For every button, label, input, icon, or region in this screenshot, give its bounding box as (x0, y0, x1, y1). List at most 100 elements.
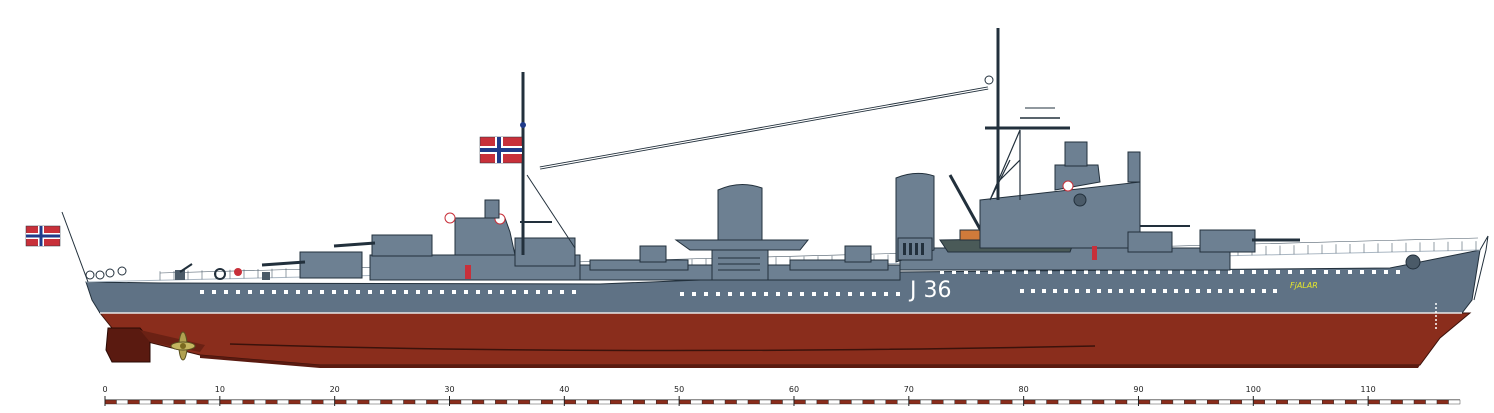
scale-segment (931, 399, 944, 405)
norwegian-flag-icon (479, 136, 523, 164)
scale-segment (1034, 399, 1047, 405)
gun-turret-icon (1199, 229, 1300, 253)
scale-segment (587, 399, 599, 405)
rangefinder (1064, 141, 1088, 167)
scale-segment (1069, 399, 1082, 405)
scale-segment (265, 399, 278, 405)
scale-segment (598, 399, 611, 405)
aft-superstructure (454, 217, 516, 256)
gun-turret-icon (261, 251, 363, 279)
scale-tick-label: 40 (559, 385, 569, 394)
scale-tick-label: 60 (789, 385, 799, 394)
scale-segment (1057, 399, 1070, 405)
scale-segment (254, 399, 266, 405)
scale-segment (1425, 399, 1438, 405)
scale-segment (954, 399, 967, 405)
scale-segment (1195, 399, 1208, 405)
scale-segment (1218, 399, 1231, 405)
scale-segment (747, 399, 760, 405)
scale-segment (345, 399, 358, 405)
scale-segment (724, 399, 737, 405)
scale-segment (1253, 399, 1265, 405)
scale-segment (460, 399, 473, 405)
scale-segment (1436, 399, 1449, 405)
scale-segment (1276, 399, 1288, 405)
scale-segment (977, 399, 990, 405)
scale-segment (1333, 399, 1346, 405)
scale-segment (322, 399, 335, 405)
rudder (105, 327, 151, 363)
scale-tick-label: 80 (1019, 385, 1029, 394)
scale-segment (1184, 399, 1197, 405)
scale-segment (150, 399, 163, 405)
scale-segment (104, 399, 117, 405)
scale-segment (472, 399, 485, 405)
scale-segment (518, 399, 531, 405)
scale-segment (162, 399, 175, 405)
scale-tick-label: 90 (1133, 385, 1143, 394)
scale-segment (610, 399, 622, 405)
scale-segment (828, 399, 841, 405)
scale-segment (874, 399, 887, 405)
scale-segment (851, 399, 864, 405)
scale-segment (506, 399, 519, 405)
scale-segment (759, 399, 772, 405)
scale-tick-label: 20 (330, 385, 340, 394)
scale-segment (644, 399, 657, 405)
scale-segment (1356, 399, 1369, 405)
jackstaff (61, 211, 89, 283)
scale-segment (1367, 399, 1380, 405)
scale-segment (403, 399, 416, 405)
mast-icon (984, 28, 1070, 201)
scale-segment (185, 399, 198, 405)
scale-segment (897, 399, 910, 405)
scale-segment (1080, 399, 1093, 405)
scale-segment (1264, 399, 1277, 405)
scale-segment (1046, 399, 1059, 405)
scale-tick-label: 0 (102, 385, 107, 394)
scale-segment (701, 399, 714, 405)
scale-segment (495, 399, 508, 405)
bridge-superstructure (979, 181, 1141, 249)
scale-segment (1344, 399, 1357, 405)
scale-segment (1092, 399, 1105, 405)
scale-tick-label: 110 (1360, 385, 1375, 394)
scale-segment (1379, 399, 1392, 405)
scale-segment (943, 399, 955, 405)
scale-segment (678, 399, 691, 405)
aft-funnel (674, 184, 810, 281)
scale-segment (1172, 399, 1185, 405)
scale-segment (334, 399, 347, 405)
scale-segment (1390, 399, 1403, 405)
scale-segment (449, 399, 462, 405)
scale-segment (529, 399, 542, 405)
ship-name: FjALAR (1290, 281, 1318, 290)
scale-segment (1287, 399, 1300, 405)
hull-number: J 36 (908, 278, 951, 303)
bilge-keel (229, 343, 1096, 352)
scale-segment (564, 399, 577, 405)
scale-segment (483, 399, 496, 405)
scale-segment (816, 399, 829, 405)
scale-segment (713, 399, 726, 405)
scale-tick-label: 10 (215, 385, 225, 394)
keel-band (200, 355, 1420, 368)
scale-segment (380, 399, 393, 405)
scale-segment (1322, 399, 1334, 405)
aa-gun (175, 263, 270, 280)
scale-segment (437, 399, 450, 405)
scale-segment (770, 399, 783, 405)
scale-segment (196, 399, 209, 405)
scale-segment (1413, 399, 1426, 405)
scale-segment (311, 399, 324, 405)
scale-segment (920, 399, 932, 405)
scale-segment (736, 399, 749, 405)
gun-turret-icon (333, 234, 433, 257)
scale-segment (552, 399, 565, 405)
scale-segment (368, 399, 381, 405)
mast-icon (520, 72, 576, 255)
hull-topsides (85, 249, 1481, 314)
